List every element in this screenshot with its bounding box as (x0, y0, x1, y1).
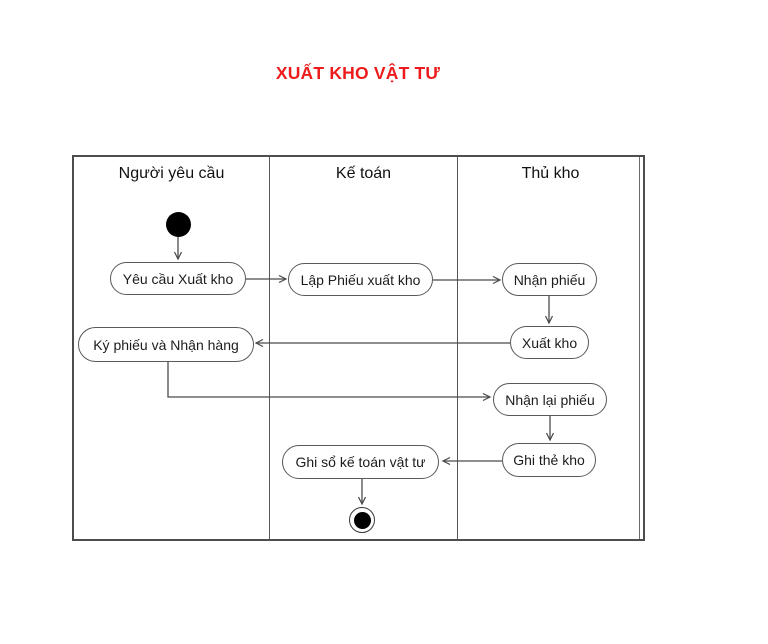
frame-inner-right-line (638, 157, 640, 539)
lane-header-ke-toan: Kế toán (335, 165, 392, 182)
activity-label: Nhận lại phiếu (505, 391, 595, 408)
lane-header-nguoi-yeu-cau: Người yêu cầu (118, 165, 225, 182)
lane-divider-1 (268, 157, 270, 539)
final-node (349, 507, 375, 533)
activity-lap-phieu-xuat-kho: Lập Phiếu xuất kho (288, 263, 433, 296)
activity-label: Ghi sổ kế toán vật tư (295, 454, 426, 470)
activity-label: Ghi thẻ kho (513, 452, 585, 468)
activity-label: Ký phiếu và Nhận hàng (93, 336, 239, 353)
initial-node (166, 212, 191, 237)
activity-label: Xuất kho (521, 334, 578, 351)
activity-ghi-so-ke-toan-vat-tu: Ghi sổ kế toán vật tư (282, 445, 439, 479)
final-node-core (353, 511, 371, 529)
activity-yeu-cau-xuat-kho: Yêu cầu Xuất kho (110, 262, 246, 295)
activity-nhan-phieu: Nhận phiếu (502, 263, 597, 296)
lane-header-thu-kho: Thủ kho (521, 165, 580, 182)
diagram-title: XUẤT KHO VẬT TƯ (275, 63, 441, 83)
activity-label: Yêu cầu Xuất kho (122, 270, 234, 287)
activity-nhan-lai-phieu: Nhận lại phiếu (493, 383, 607, 416)
activity-label: Lập Phiếu xuất kho (300, 271, 421, 288)
activity-xuat-kho: Xuất kho (510, 326, 589, 359)
activity-ghi-the-kho: Ghi thẻ kho (502, 443, 596, 477)
lane-divider-2 (456, 157, 458, 539)
activity-label: Nhận phiếu (513, 271, 586, 288)
swimlane-frame: Người yêu cầu Kế toán Thủ kho (72, 155, 645, 541)
activity-ky-phieu-va-nhan-hang: Ký phiếu và Nhận hàng (78, 327, 254, 362)
